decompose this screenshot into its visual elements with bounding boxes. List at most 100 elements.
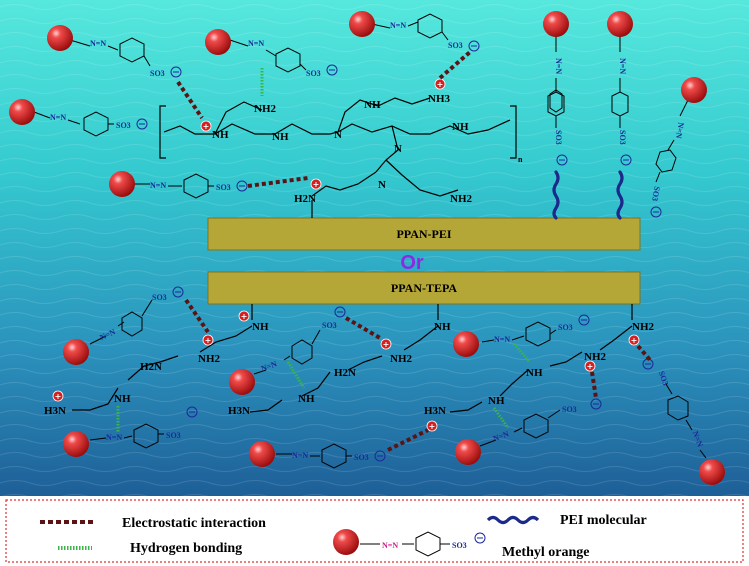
positive-charges-top: + + + [200, 78, 446, 190]
svg-text:NH: NH [114, 393, 131, 405]
svg-text:H3N: H3N [228, 405, 250, 417]
h2n-label: H2N [294, 193, 316, 205]
svg-text:+: + [437, 80, 444, 89]
svg-text:+: + [205, 336, 212, 345]
svg-text:SO3: SO3 [558, 323, 573, 332]
svg-text:SO3: SO3 [354, 453, 369, 462]
svg-text:NH2: NH2 [390, 353, 413, 365]
legend-panel [0, 496, 749, 566]
repeat-subscript: n [518, 155, 523, 164]
svg-text:H3N: H3N [44, 405, 66, 417]
ppan-pei-bar [207, 217, 641, 251]
methyl-orange-ball [333, 529, 359, 555]
svg-text:N=N: N=N [674, 122, 686, 140]
svg-text:N=N: N=N [90, 39, 106, 48]
svg-text:H3N: H3N [424, 405, 446, 417]
positive-charges-bottom: + + + + + + + [52, 310, 640, 432]
methyl-orange-ball [9, 99, 35, 125]
methyl-orange-ball [681, 77, 707, 103]
svg-text:SO3: SO3 [116, 121, 131, 130]
methyl-orange-molecule: N=N SO3 [349, 11, 480, 52]
methyl-orange-molecule: N=N SO3 [453, 314, 590, 357]
svg-text:N=N: N=N [150, 181, 166, 190]
or-label: Or [400, 252, 424, 274]
legend-border [5, 499, 744, 563]
methyl-orange-molecule: N=N SO3 [229, 306, 346, 395]
svg-text:N=N: N=N [390, 21, 406, 30]
svg-text:SO3: SO3 [166, 431, 181, 440]
svg-text:SO3: SO3 [322, 321, 337, 330]
svg-text:N=N: N=N [554, 58, 563, 74]
svg-text:N=N: N=N [106, 433, 122, 442]
svg-text:N=N: N=N [618, 58, 627, 74]
legend-pei-label: PEI molecular [560, 513, 647, 528]
svg-text:+: + [429, 422, 436, 431]
svg-text:SO3: SO3 [650, 186, 661, 202]
methyl-orange-ball [109, 171, 135, 197]
nh2-label: NH2 [254, 103, 277, 115]
svg-text:H2N: H2N [334, 367, 356, 379]
methyl-orange-ball [607, 11, 633, 37]
svg-text:NH: NH [488, 395, 505, 407]
methyl-orange-molecule: N=N SO3 [607, 11, 633, 166]
methyl-orange-molecule: N=N SO3 [109, 171, 248, 199]
nh-label: NH [364, 99, 381, 111]
methyl-orange-ball [543, 11, 569, 37]
svg-text:SO3: SO3 [448, 41, 463, 50]
methyl-orange-ball [229, 369, 255, 395]
nh-label: NH [212, 129, 229, 141]
methyl-orange-molecule: N=N SO3 [543, 11, 569, 166]
svg-text:H2N: H2N [140, 361, 162, 373]
ppan-tepa-label: PPAN-TEPA [391, 281, 458, 295]
electrostatic-interactions-top [176, 50, 472, 188]
methyl-orange-ball [47, 25, 73, 51]
svg-text:SO3: SO3 [150, 69, 165, 78]
svg-text:NH: NH [298, 393, 315, 405]
legend-hydrogen-label: Hydrogen bonding [130, 541, 242, 556]
methyl-orange-ball [63, 431, 89, 457]
svg-text:+: + [631, 336, 638, 345]
electrostatic-interactions-bottom [184, 298, 652, 452]
hydrogen-bonding-bottom [116, 343, 532, 432]
svg-text:SO3: SO3 [562, 405, 577, 414]
n-label: N [378, 179, 386, 191]
methyl-orange-molecule: N=N SO3 [650, 77, 707, 218]
svg-text:+: + [587, 362, 594, 371]
pei-polymer-chain [159, 97, 517, 218]
svg-text:SO3: SO3 [306, 69, 321, 78]
svg-text:NH: NH [434, 321, 451, 333]
legend-methyl-orange-label: Methyl orange [502, 545, 589, 560]
legend-methyl-orange: N=N SO3 Methyl orange [333, 529, 589, 560]
svg-text:NH: NH [526, 367, 543, 379]
svg-text:+: + [241, 312, 248, 321]
svg-text:NH2: NH2 [632, 321, 655, 333]
legend-pei: PEI molecular [486, 513, 647, 528]
nh-label: NH [452, 121, 469, 133]
pei-molecular-wavy-lines [552, 170, 624, 220]
pei-chain-labels: NH2 NH NH N NH NH3 N NH N NH2 H2N n [212, 93, 523, 205]
n-label: N [334, 129, 342, 141]
nh3-label: NH3 [428, 93, 451, 105]
methyl-orange-ball [249, 441, 275, 467]
ppan-tepa-bar [207, 271, 641, 305]
n-label: N [394, 143, 402, 155]
nh-label: NH [272, 131, 289, 143]
methyl-orange-molecule: N=N SO3 [249, 441, 386, 469]
svg-text:N=N: N=N [382, 541, 398, 550]
svg-text:N=N: N=N [248, 39, 264, 48]
tepa-chain-labels: NH NH2 H2N NH H3N NH NH2 H2N NH H3N NH2 … [44, 321, 655, 417]
svg-text:NH: NH [252, 321, 269, 333]
ppan-pei-label: PPAN-PEI [396, 227, 451, 241]
methyl-orange-ball [699, 459, 725, 485]
methyl-orange-molecule: N=N SO3 [47, 25, 182, 78]
methyl-orange-molecule: N=N SO3 [455, 398, 602, 465]
svg-text:+: + [55, 392, 62, 401]
methyl-orange-molecule: N=N SO3 [63, 406, 198, 457]
svg-text:SO3: SO3 [554, 130, 563, 145]
svg-text:N=N: N=N [494, 335, 510, 344]
methyl-orange-ball [453, 331, 479, 357]
svg-text:+: + [203, 122, 210, 131]
svg-text:SO3: SO3 [152, 293, 167, 302]
svg-text:NH2: NH2 [584, 351, 607, 363]
